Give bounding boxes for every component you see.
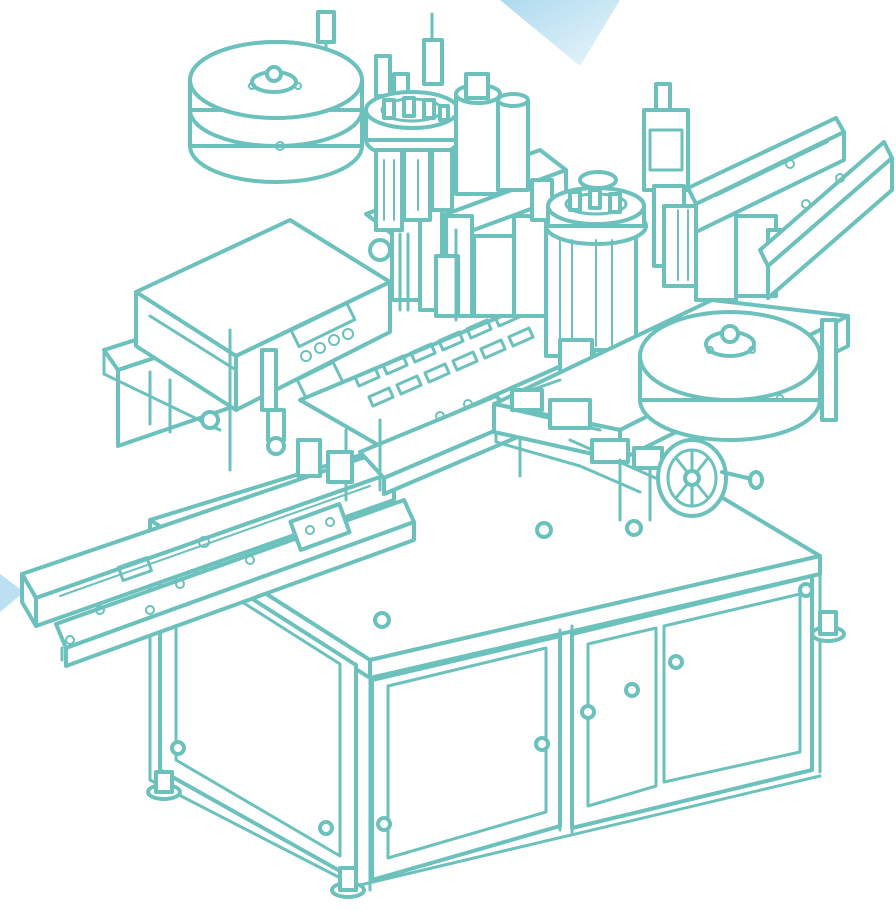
label-spool-right [638,310,838,442]
cabinet [146,394,846,899]
label-spool-left [188,10,364,184]
outfeed-conveyor [686,116,894,300]
accent-ray-left [0,574,24,612]
printer-housing [102,218,392,472]
upper-cylinders [454,72,530,196]
accent-ray-top [500,0,620,66]
center-bracket [288,418,382,552]
handwheel [656,438,764,518]
cabinet-feet [146,610,846,899]
